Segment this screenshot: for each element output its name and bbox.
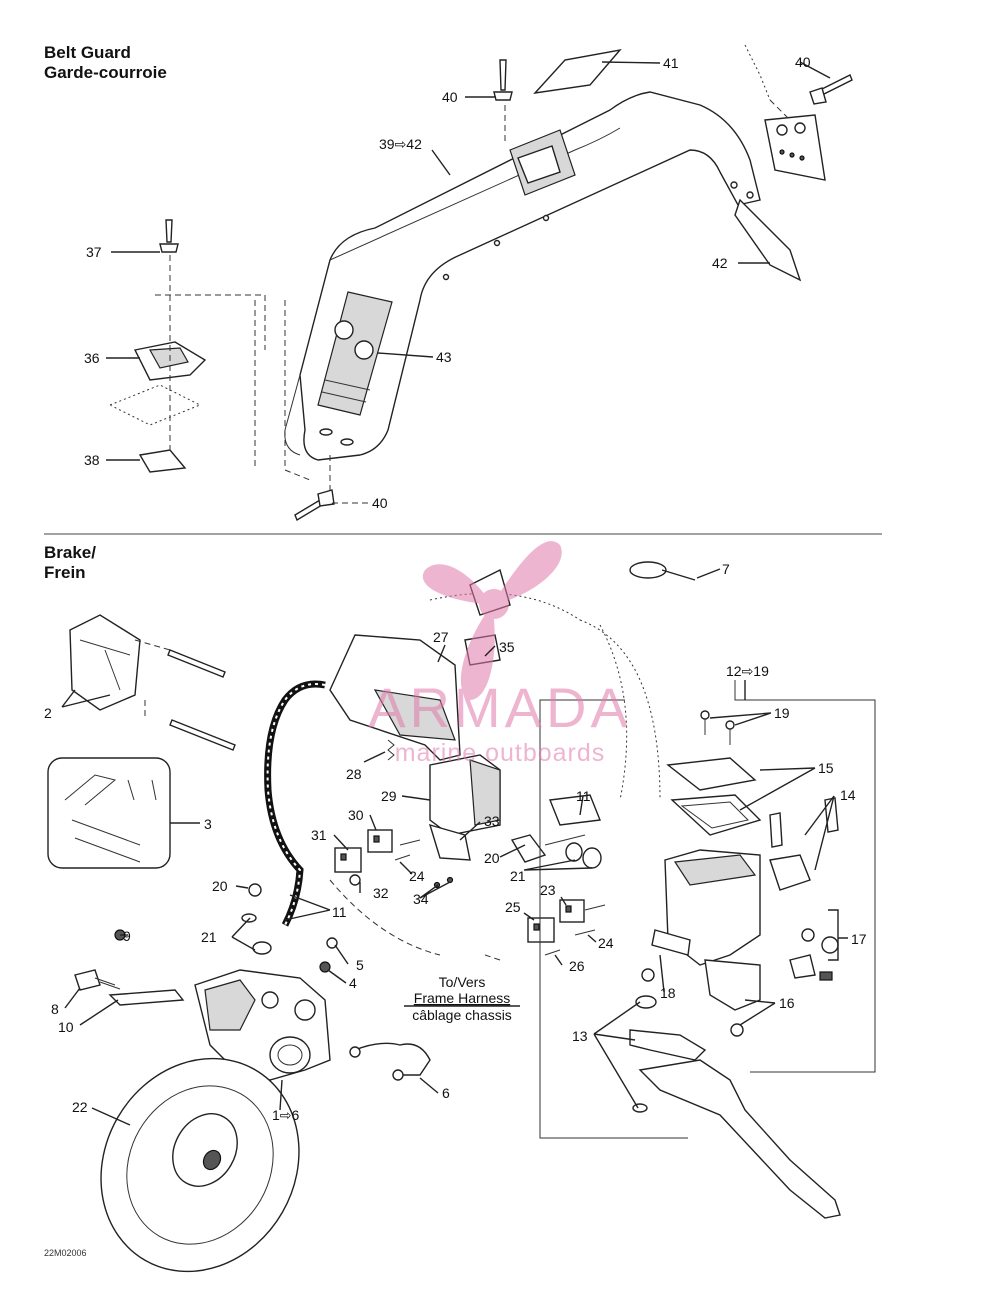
propeller-logo	[422, 541, 562, 700]
callout-42: 42	[712, 255, 728, 271]
brake-title-fr: Frein	[44, 563, 86, 582]
callout-29: 29	[381, 788, 397, 804]
callout-25: 25	[505, 899, 521, 915]
callout-22: 22	[72, 1099, 88, 1115]
callout-37: 37	[86, 244, 102, 260]
callout-28: 28	[346, 766, 362, 782]
callout-2: 2	[44, 705, 52, 721]
callout-30: 30	[348, 807, 364, 823]
callout-labels: 41 40 40 39⇨42 37 42 36 43 38 40 7 27 35…	[44, 54, 867, 1123]
callout-5: 5	[356, 957, 364, 973]
callout-43: 43	[436, 349, 452, 365]
callout-9: 9	[123, 928, 131, 944]
callout-16: 16	[779, 995, 795, 1011]
callout-40: 40	[795, 54, 811, 70]
callout-4: 4	[349, 975, 357, 991]
callout-17: 17	[851, 931, 867, 947]
callout-21: 21	[201, 929, 217, 945]
callout-21: 21	[510, 868, 526, 884]
brake-title: Brake/ Frein	[44, 543, 96, 583]
callout-38: 38	[84, 452, 100, 468]
callout-24: 24	[409, 868, 425, 884]
callout-27: 27	[433, 629, 449, 645]
callout-36: 36	[84, 350, 100, 366]
callout-20: 20	[212, 878, 228, 894]
callout-6: 6	[442, 1085, 450, 1101]
watermark-tagline: marine outboards	[395, 739, 606, 767]
brake-title-en: Brake/	[44, 543, 96, 562]
callout-34: 34	[413, 891, 429, 907]
belt-guard-title-fr: Garde-courroie	[44, 63, 167, 82]
callout-18: 18	[660, 985, 676, 1001]
harness-note: To/Vers Frame Harness câblage chassis	[404, 974, 520, 1023]
callout-15: 15	[818, 760, 834, 776]
callout-1-6: 1⇨6	[272, 1107, 300, 1123]
callout-33: 33	[484, 813, 500, 829]
callout-10: 10	[58, 1019, 74, 1035]
callout-26: 26	[569, 958, 585, 974]
belt-guard-drawing	[108, 44, 853, 522]
callout-40: 40	[442, 89, 458, 105]
harness-note-line3: câblage chassis	[412, 1007, 512, 1023]
callout-7: 7	[722, 561, 730, 577]
callout-3: 3	[204, 816, 212, 832]
callout-32: 32	[373, 885, 389, 901]
callout-8: 8	[51, 1001, 59, 1017]
harness-note-line2: Frame Harness	[414, 990, 510, 1006]
callout-11: 11	[576, 788, 591, 804]
callout-13: 13	[572, 1028, 588, 1044]
callout-40: 40	[372, 495, 388, 511]
brake-drawing	[47, 561, 876, 1273]
callout-20: 20	[484, 850, 500, 866]
callout-12-19: 12⇨19	[726, 663, 769, 679]
callout-23: 23	[540, 882, 556, 898]
belt-guard-title: Belt Guard Garde-courroie	[44, 43, 167, 83]
callout-14: 14	[840, 787, 856, 803]
watermark: ARMADA marine outboards	[368, 541, 632, 767]
belt-guard-title-en: Belt Guard	[44, 43, 131, 62]
callout-31: 31	[311, 827, 327, 843]
callout-11: 11	[332, 904, 347, 920]
leader-lines	[61, 61, 848, 1126]
callout-24: 24	[598, 935, 614, 951]
watermark-brand: ARMADA	[368, 676, 632, 739]
callout-39-42: 39⇨42	[379, 136, 422, 152]
callout-19: 19	[774, 705, 790, 721]
callout-41: 41	[663, 55, 679, 71]
harness-note-line1: To/Vers	[439, 974, 486, 990]
reference-code: 22M02006	[44, 1248, 87, 1258]
callout-35: 35	[499, 639, 515, 655]
